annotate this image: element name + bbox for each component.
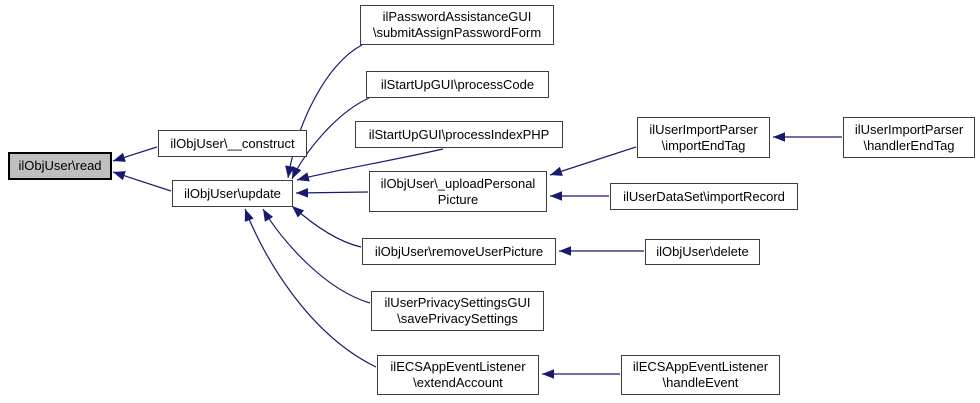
node-label: ilObjUser\delete [656, 244, 749, 259]
node-label: ilStartUpGUI\processCode [380, 76, 535, 92]
edge-remove-user-picture-to-update [291, 205, 362, 248]
node-iluserdataset-importrecord[interactable]: ilUserDataSet\importRecord [610, 183, 798, 210]
node-label: ilUserDataSet\importRecord [623, 188, 785, 204]
node-ilobjuser-read[interactable]: ilObjUser\read [8, 152, 112, 180]
node-label: ilStartUpGUI\processIndexPHP [368, 126, 550, 142]
edge-process-index-php-to-update [296, 148, 444, 182]
node-label: ilUserPrivacySettingsGUI \savePrivacySet… [384, 295, 531, 326]
edge-save-privacy-settings-to-update [262, 208, 371, 304]
node-iluserimportparser-importendtag[interactable]: ilUserImportParser \importEndTag [637, 117, 770, 158]
node-iluserimportparser-handlerendtag[interactable]: ilUserImportParser \handlerEndTag [843, 117, 975, 158]
node-label: ilECSAppEventListener \handleEvent [632, 359, 769, 390]
node-label: ilUserImportParser \handlerEndTag [854, 121, 964, 153]
node-label: ilObjUser\update [184, 185, 281, 201]
edge-extend-account-to-update [244, 208, 377, 368]
node-ilobjuser-update[interactable]: ilObjUser\update [172, 180, 293, 207]
node-ilecsappeventlistener-handleevent[interactable]: ilECSAppEventListener \handleEvent [621, 355, 780, 395]
edge-construct-to-read [112, 146, 158, 162]
node-ilpasswordassistancegui-submitassignpasswordform[interactable]: ilPasswordAssistanceGUI \submitAssignPas… [360, 5, 554, 45]
node-ilobjuser-delete[interactable]: ilObjUser\delete [645, 239, 760, 265]
node-label: ilECSAppEventListener \extendAccount [390, 359, 526, 390]
node-ilobjuser-uploadpersonalpicture[interactable]: ilObjUser\_uploadPersonal Picture [369, 171, 547, 212]
node-iluserprivacysettingsgui-saveprivacysettings[interactable]: ilUserPrivacySettingsGUI \savePrivacySet… [371, 291, 544, 331]
node-label: ilPasswordAssistanceGUI \submitAssignPas… [372, 9, 542, 40]
node-ilstartupgui-processindexphp[interactable]: ilStartUpGUI\processIndexPHP [355, 121, 563, 148]
node-label: ilObjUser\_uploadPersonal Picture [380, 175, 536, 207]
node-ilobjuser-removeuserpicture[interactable]: ilObjUser\removeUserPicture [362, 238, 556, 265]
edge-upload-personal-picture-to-update [295, 188, 369, 198]
node-ilecsappeventlistener-extendaccount[interactable]: ilECSAppEventListener \extendAccount [377, 355, 539, 395]
edge-import-end-tag-to-upload-personal-picture [549, 146, 637, 176]
node-ilstartupgui-processcode[interactable]: ilStartUpGUI\processCode [366, 71, 549, 98]
edge-update-to-read [112, 171, 172, 192]
node-label: ilObjUser\__construct [170, 135, 295, 151]
edge-submit-assign-password-form-to-update [285, 44, 363, 179]
node-ilobjuser-construct[interactable]: ilObjUser\__construct [158, 130, 307, 157]
edge-process-code-to-update [291, 97, 370, 180]
node-label: ilObjUser\read [18, 158, 102, 173]
node-label: ilObjUser\removeUserPicture [374, 243, 544, 259]
node-label: ilUserImportParser \importEndTag [649, 121, 758, 153]
